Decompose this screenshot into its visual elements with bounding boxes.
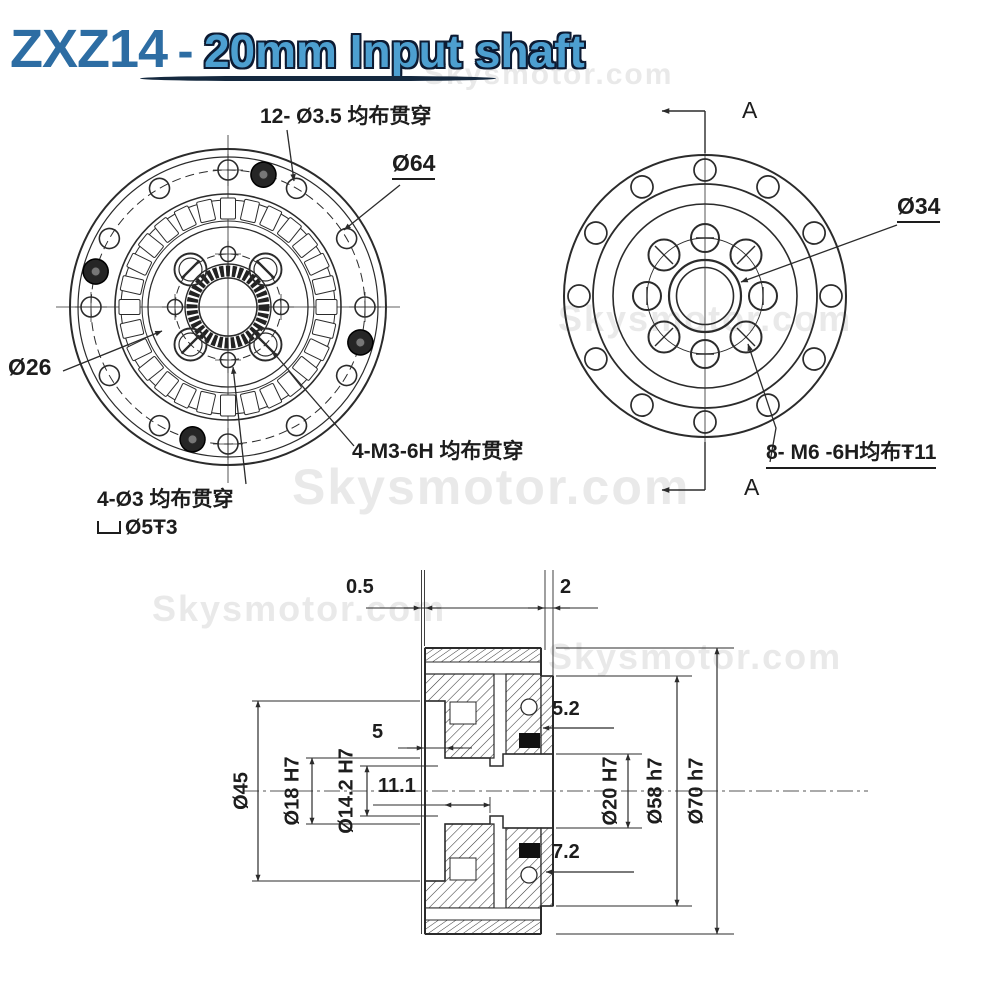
- front-dim-bolt-circle: Ø64: [392, 150, 436, 180]
- dim-d18: Ø18 H7: [281, 756, 304, 826]
- front-note-4-m3: 4-M3-6H 均布贯穿: [352, 440, 524, 463]
- front-dim-bore: Ø26: [8, 354, 52, 380]
- dim-d20: Ø20 H7: [599, 756, 622, 826]
- section-view-drawing: [243, 647, 868, 935]
- dim-5: 5: [372, 721, 384, 743]
- dim-2: 2: [560, 576, 572, 598]
- title-dash: -: [177, 25, 194, 78]
- dim-d14-2: Ø14.2 H7: [335, 748, 358, 834]
- title-underline: [140, 76, 496, 81]
- dim-11-1: 11.1: [378, 775, 416, 797]
- section-label-a-top: A: [742, 97, 758, 123]
- dim-d58: Ø58 h7: [644, 757, 667, 825]
- section-line-marks: [661, 108, 898, 493]
- front-note-12-holes: 12- Ø3.5 均布贯穿: [260, 105, 432, 128]
- title-subtitle: 20mm Input shaft: [203, 25, 585, 77]
- section-dimensions: [252, 570, 734, 935]
- counterbore-icon: [97, 521, 121, 534]
- dim-d70: Ø70 h7: [685, 757, 708, 825]
- title-model: ZXZ14: [10, 19, 168, 79]
- front-view-drawing: [56, 135, 400, 483]
- section-label-a-bottom: A: [744, 474, 760, 500]
- dim-d45: Ø45: [230, 772, 253, 810]
- dim-0-5: 0.5: [346, 576, 374, 598]
- front-note-counterbore: Ø5Ŧ3: [97, 516, 178, 540]
- side-note-8-m6: 8- M6 -6H均布Ŧ11: [766, 436, 937, 469]
- dim-5-2: 5.2: [552, 698, 580, 720]
- front-view-leaders: [62, 129, 401, 485]
- side-dim-bore: Ø34: [897, 193, 941, 223]
- dim-7-2: 7.2: [552, 841, 580, 863]
- page-title: ZXZ14 - 20mm Input shaft: [10, 18, 585, 80]
- front-note-4-pin: 4-Ø3 均布贯穿: [97, 488, 234, 511]
- side-view-drawing: [563, 116, 847, 478]
- counterbore-text: Ø5Ŧ3: [125, 516, 178, 539]
